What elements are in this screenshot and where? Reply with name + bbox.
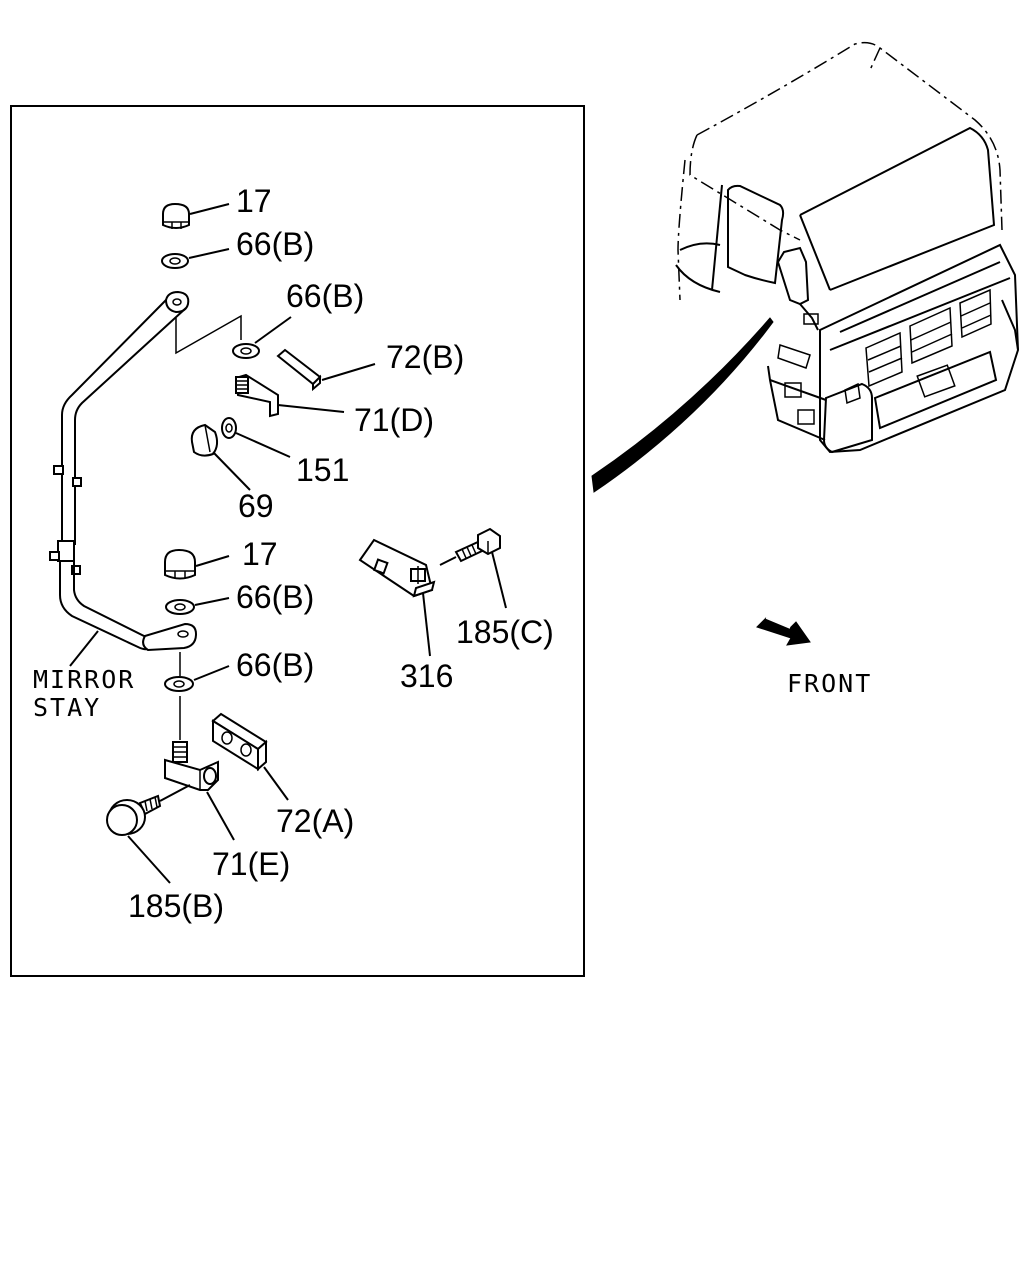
washer-151 xyxy=(221,417,237,439)
callout-72b: 72(B) xyxy=(386,339,464,375)
callout-17-top: 17 xyxy=(236,183,272,219)
stay-label: STAY xyxy=(33,693,101,722)
callout-69: 69 xyxy=(238,488,274,524)
washer-66b-4 xyxy=(164,676,194,692)
callout-72a: 72(A) xyxy=(276,803,354,839)
bolt-185b xyxy=(106,794,162,836)
arrow-right-down-icon xyxy=(756,617,811,646)
callout-71e: 71(E) xyxy=(212,846,290,882)
detail-leader-sweep xyxy=(591,317,774,493)
callout-151: 151 xyxy=(296,452,349,488)
cap-nut-17-mid xyxy=(164,548,196,580)
truck-cab-overview xyxy=(675,41,1020,454)
mirror-label: MIRROR xyxy=(33,665,135,694)
callout-66b-3: 66(B) xyxy=(236,579,314,615)
callout-66b-2: 66(B) xyxy=(286,278,364,314)
cap-nut-17-top xyxy=(162,202,190,229)
callout-185c: 185(C) xyxy=(456,614,554,650)
callout-17-mid: 17 xyxy=(242,536,278,572)
mirror-stay-rod xyxy=(49,290,198,652)
callout-66b-4: 66(B) xyxy=(236,647,314,683)
plate-72a xyxy=(211,712,268,772)
bracket-71d xyxy=(234,373,279,418)
callout-185b: 185(B) xyxy=(128,888,224,924)
detail-frame xyxy=(10,105,585,977)
washer-66b-3 xyxy=(165,599,195,615)
callout-71d: 71(D) xyxy=(354,402,434,438)
washer-66b-2 xyxy=(232,343,260,359)
washer-66b-1 xyxy=(161,253,189,269)
callout-66b-1: 66(B) xyxy=(236,226,314,262)
bracket-316 xyxy=(358,538,436,598)
bracket-71e xyxy=(164,741,219,791)
cap-nut-69 xyxy=(190,423,219,457)
plate-72b xyxy=(276,348,322,392)
front-label: FRONT xyxy=(787,669,872,698)
callout-316: 316 xyxy=(400,658,453,694)
bolt-185c xyxy=(454,527,501,563)
